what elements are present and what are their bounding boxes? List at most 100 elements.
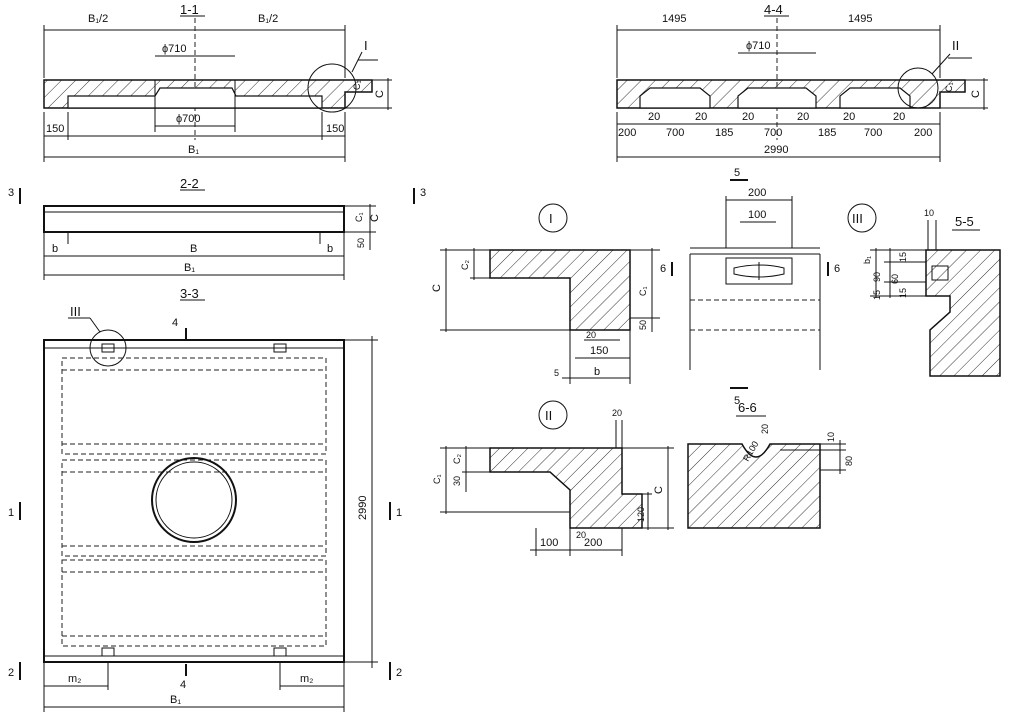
dim-c1: C₁ bbox=[432, 474, 442, 484]
dim-b: B bbox=[190, 243, 197, 255]
dim-c1: C₁ bbox=[352, 80, 362, 90]
dim-hole: ϕ710 bbox=[746, 40, 771, 52]
cut-label-left: 3 bbox=[8, 187, 14, 199]
dim-c: C bbox=[970, 90, 982, 98]
dim-5: 5 bbox=[554, 368, 559, 378]
dim-20: 20 bbox=[760, 424, 770, 434]
lifting-loop bbox=[101, 343, 115, 353]
dim-total: B₁ bbox=[188, 144, 199, 156]
dim-90: 90 bbox=[872, 272, 882, 282]
manhole-opening bbox=[151, 457, 237, 543]
dim-c2: C₂ bbox=[460, 260, 470, 270]
dim-c1: C₁ bbox=[354, 212, 364, 222]
detail-profile bbox=[687, 443, 821, 529]
dim-b1: b₁ bbox=[862, 256, 872, 264]
dim-total: B₁ bbox=[184, 262, 195, 274]
dim-half-left: B₁/2 bbox=[88, 13, 108, 25]
dim-20: 20 bbox=[612, 408, 622, 418]
detail-label: I bbox=[364, 38, 368, 53]
lifting-loop bbox=[273, 647, 287, 657]
dim-item: 700 bbox=[764, 127, 782, 139]
lifting-loop bbox=[101, 647, 115, 657]
detail-callout-II bbox=[897, 67, 939, 109]
dim-item: 185 bbox=[715, 127, 733, 139]
cut-label-left: 2 bbox=[8, 667, 14, 679]
detail-profile bbox=[489, 249, 631, 331]
detail-label: II bbox=[952, 38, 959, 53]
section-1-1: 1-1 B₁/2 B₁/2 ϕ710 ϕ700 I C₁ C 150 150 B bbox=[43, 2, 392, 162]
dim-15c: 15 bbox=[898, 288, 908, 298]
dim-15b: 15 bbox=[872, 290, 882, 300]
dim-item: 185 bbox=[818, 127, 836, 139]
dim-c1: C₁ bbox=[638, 286, 648, 296]
lifting-loop bbox=[273, 343, 287, 353]
section-title: 6-6 bbox=[738, 400, 757, 415]
cut-label-bottom: 5 bbox=[734, 395, 740, 407]
slab-elevation bbox=[43, 205, 345, 233]
section-title: 3-3 bbox=[180, 286, 199, 301]
detail-callout-I bbox=[307, 63, 357, 113]
detail-profile bbox=[489, 447, 643, 529]
loop-pocket bbox=[725, 257, 793, 285]
dim-chain-4-4: 200 20 700 20 185 20 700 20 185 20 700 2… bbox=[618, 111, 932, 139]
dim-item: 20 bbox=[893, 111, 905, 123]
dim-200: 200 bbox=[748, 187, 766, 199]
dim-item: 700 bbox=[666, 127, 684, 139]
dim-item: 20 bbox=[843, 111, 855, 123]
section-title: 5-5 bbox=[955, 214, 974, 229]
cut-label-left: 1 bbox=[8, 507, 14, 519]
dim-c2: C₂ bbox=[452, 454, 462, 464]
detail-label: I bbox=[549, 211, 553, 226]
dim-10: 10 bbox=[826, 432, 836, 442]
dim-60: 60 bbox=[890, 274, 900, 284]
dim-hole-top: ϕ710 bbox=[162, 43, 187, 55]
dim-edge-right: 150 bbox=[326, 123, 344, 135]
dim-item: 20 bbox=[742, 111, 754, 123]
dim-height: 2990 bbox=[357, 496, 369, 520]
section-title: 4-4 bbox=[764, 2, 783, 17]
section-6-6: 6-6 20 R100 10 80 bbox=[687, 400, 854, 529]
cut-label-right: 1 bbox=[396, 507, 402, 519]
detail-II: II 20 C₁ C₂ 30 C 120 100 20 200 bbox=[432, 400, 674, 556]
cut-label-top: 4 bbox=[172, 317, 178, 329]
dim-20: 20 bbox=[586, 330, 596, 340]
cut-label-left: 6 bbox=[660, 263, 666, 275]
detail-I: I C C₂ C₁ 50 20 150 5 b bbox=[431, 203, 660, 384]
cut-label-right: 2 bbox=[396, 667, 402, 679]
dim-total: B₁ bbox=[170, 694, 181, 706]
dim-item: 200 bbox=[618, 127, 636, 139]
dim-b-right: b bbox=[327, 243, 333, 255]
dim-item: 200 bbox=[914, 127, 932, 139]
dim-c: C bbox=[431, 284, 443, 292]
dim-20b: 20 bbox=[576, 530, 586, 540]
cut-label-top: 5 bbox=[734, 167, 740, 179]
cut-label-bottom: 4 bbox=[180, 679, 186, 691]
dim-c: C bbox=[374, 90, 386, 98]
dim-100: 100 bbox=[540, 537, 558, 549]
dim-half-left: 1495 bbox=[662, 13, 686, 25]
dim-half-right: B₁/2 bbox=[258, 13, 278, 25]
dim-50: 50 bbox=[356, 238, 366, 248]
section-3-3: 3-3 III 4 2990 1 1 2 2 bbox=[8, 286, 402, 712]
view-loop: 200 100 6 6 5 5 bbox=[660, 167, 840, 407]
section-title: 1-1 bbox=[180, 2, 199, 17]
section-5-5: 5-5 10 b₁ 15 90 60 15 15 bbox=[862, 208, 1001, 377]
cut-label-right: 3 bbox=[420, 187, 426, 199]
cut-label-right: 6 bbox=[834, 263, 840, 275]
dim-200: 200 bbox=[584, 537, 602, 549]
section-4-4: 4-4 1495 1495 ϕ710 II C₁ C 200 20 700 20… bbox=[616, 2, 988, 162]
detail-profile bbox=[925, 249, 1001, 377]
dim-edge-left: 150 bbox=[46, 123, 64, 135]
dim-80: 80 bbox=[844, 456, 854, 466]
dim-b: b bbox=[594, 366, 600, 378]
plan-outline bbox=[43, 339, 345, 663]
dim-m-right: m₂ bbox=[300, 673, 313, 685]
dim-30: 30 bbox=[452, 476, 462, 486]
dim-half-right: 1495 bbox=[848, 13, 872, 25]
detail-label: II bbox=[545, 408, 552, 423]
dim-150: 150 bbox=[590, 345, 608, 357]
section-title: 2-2 bbox=[180, 176, 199, 191]
dim-120: 120 bbox=[636, 507, 646, 522]
dim-c: C bbox=[369, 214, 381, 222]
